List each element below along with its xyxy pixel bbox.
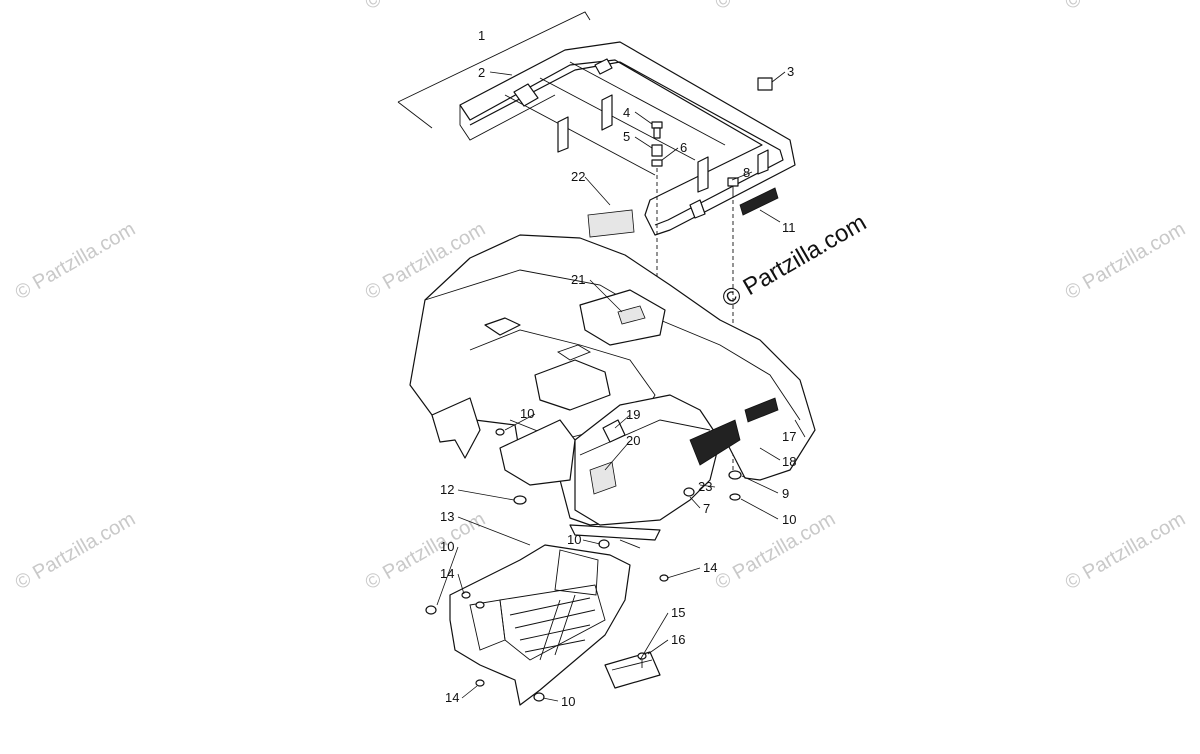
callout-20: 20 [626, 433, 640, 448]
callout-14b: 14 [703, 560, 717, 575]
washer-10b [729, 493, 741, 501]
screw-14a [461, 591, 471, 599]
watermark: © Partzilla.com [712, 508, 840, 594]
callout-10c: 10 [567, 532, 581, 547]
watermark: © Partzilla.com [712, 0, 840, 14]
nut-10d [425, 605, 437, 615]
callout-16: 16 [671, 632, 685, 647]
spacer-5 [651, 144, 663, 157]
cap-3 [757, 77, 773, 91]
nut-6 [651, 159, 663, 167]
callout-10a: 10 [520, 406, 534, 421]
washer-14b [475, 601, 485, 609]
watermark: © Partzilla.com [1062, 218, 1190, 304]
callout-14a: 14 [440, 566, 454, 581]
callout-10b: 10 [782, 512, 796, 527]
callout-8: 8 [743, 165, 750, 180]
callout-15: 15 [671, 605, 685, 620]
callout-1: 1 [478, 28, 485, 43]
watermark: © Partzilla.com [1062, 508, 1190, 594]
callout-9: 9 [782, 486, 789, 501]
callout-18: 18 [782, 454, 796, 469]
nut-7 [683, 487, 695, 497]
footwell [449, 544, 661, 706]
callout-2: 2 [478, 65, 485, 80]
callout-21: 21 [571, 272, 585, 287]
watermark: © Partzilla.com [12, 508, 140, 594]
callout-5: 5 [623, 129, 630, 144]
callouts: 1 2 3 4 5 6 7 8 9 10 10 10 10 10 11 12 1… [440, 28, 796, 709]
callout-13: 13 [440, 509, 454, 524]
callout-17: 17 [782, 429, 796, 444]
nut-10c [598, 539, 610, 549]
callout-12: 12 [440, 482, 454, 497]
watermark: © Partzilla.com [362, 0, 490, 14]
callout-10e: 10 [561, 694, 575, 709]
rear-fender [409, 209, 816, 549]
callout-3: 3 [787, 64, 794, 79]
callout-14c: 14 [445, 690, 459, 705]
washer-9 [728, 470, 742, 480]
screw-14d [475, 679, 485, 687]
screw-14c [659, 574, 669, 582]
watermark: © Partzilla.com [1062, 0, 1190, 14]
rear-rack [397, 11, 796, 236]
nut-10e [533, 692, 545, 702]
bolt-4 [651, 121, 663, 129]
watermark: © Partzilla.com [12, 218, 140, 304]
callout-19: 19 [626, 407, 640, 422]
washer-12 [513, 495, 527, 505]
callout-6: 6 [680, 140, 687, 155]
bolt-8 [727, 177, 739, 187]
leader-lines [436, 71, 806, 702]
callout-22: 22 [571, 169, 585, 184]
callout-23: 23 [698, 479, 712, 494]
callout-10d: 10 [440, 539, 454, 554]
callout-7: 7 [703, 501, 710, 516]
washer-10 [495, 428, 505, 436]
watermark: © Partzilla.com [362, 508, 490, 594]
callout-11: 11 [782, 220, 796, 235]
callout-4: 4 [623, 105, 630, 120]
